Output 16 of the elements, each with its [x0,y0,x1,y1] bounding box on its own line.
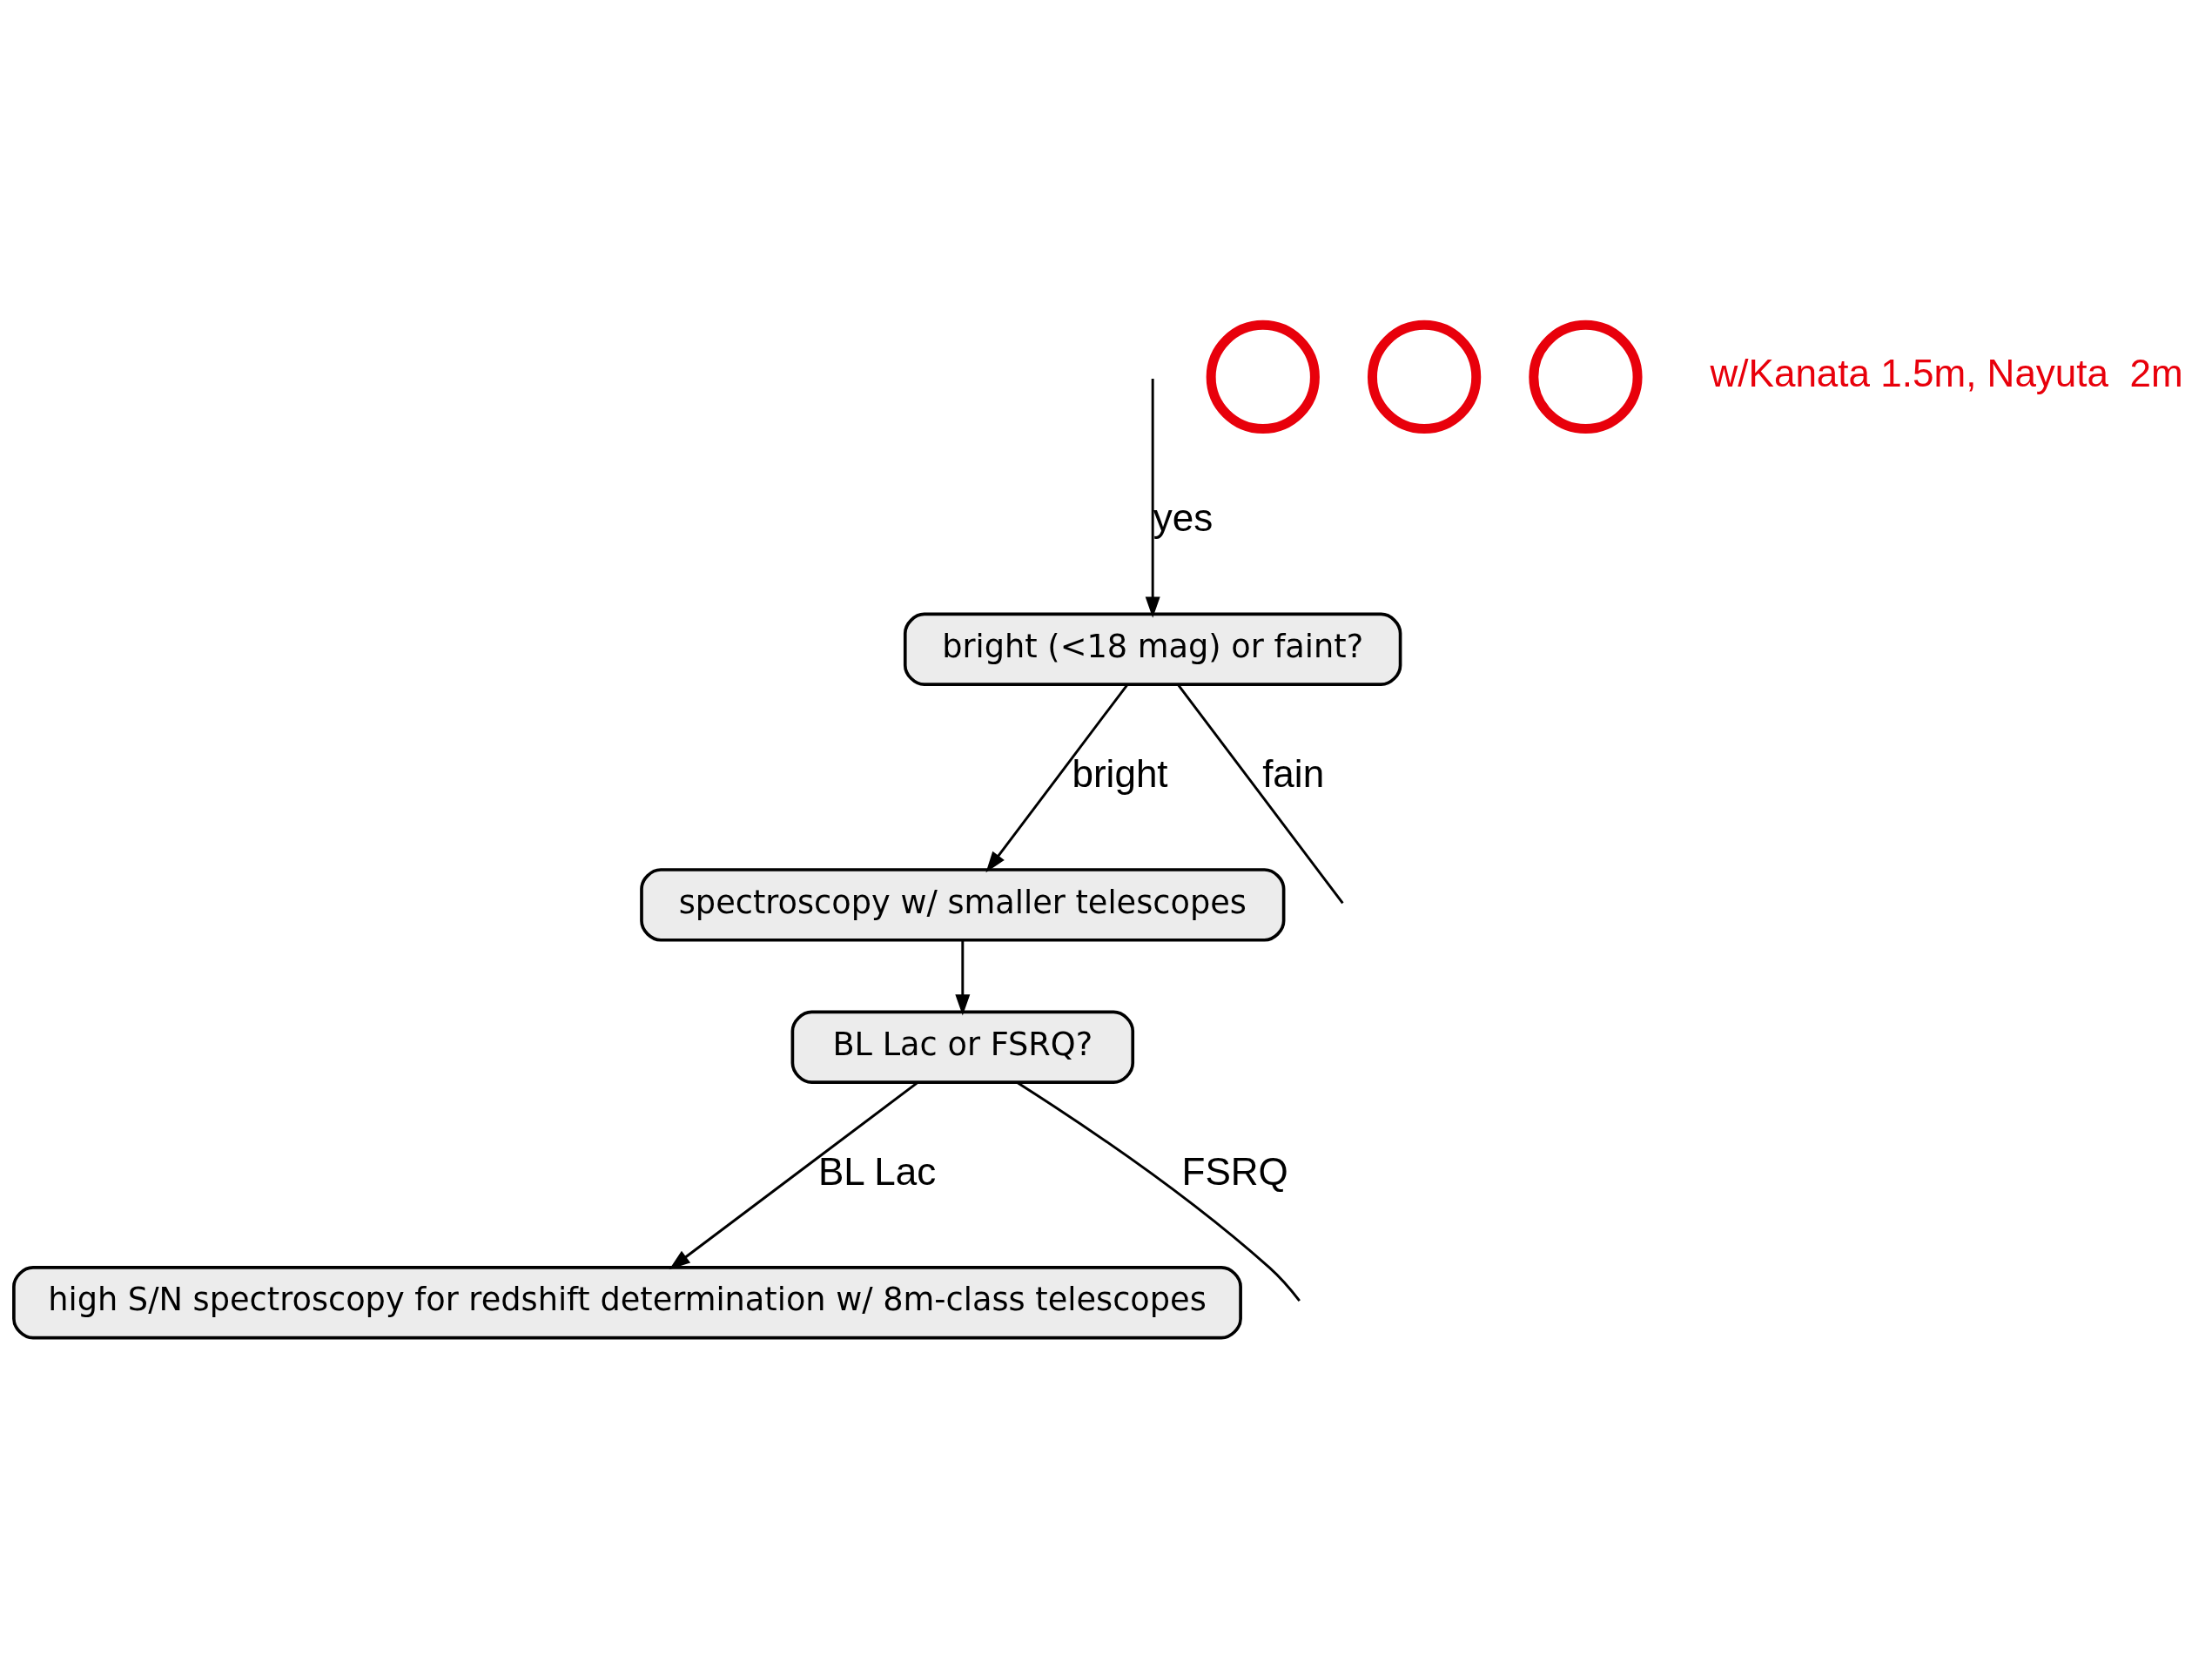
node-box: spectroscopy w/ smaller telescopes [640,867,1286,942]
label: w/Kanata 1.5m, Nayuta 2m [1710,351,2183,394]
node-box: bright (<18 mag) or faint? [903,612,1402,686]
node-circle [1367,320,1482,434]
node-circle [1206,320,1320,434]
arrow [985,683,1128,872]
edge-label: fain [1262,751,1325,795]
edge-label: BL Lac [817,1149,937,1193]
node-circle [1529,320,1643,434]
node-box: BL Lac or FSRQ? [790,1010,1135,1084]
connector [1177,683,1344,904]
arrow [1145,378,1160,618]
edge-label: bright [1072,751,1168,795]
edge-label: FSRQ [1181,1149,1288,1193]
arrow [955,939,971,1015]
node-box: high S/N spectroscopy for redshift determination w/ 8m-class telescopes [12,1265,1242,1339]
